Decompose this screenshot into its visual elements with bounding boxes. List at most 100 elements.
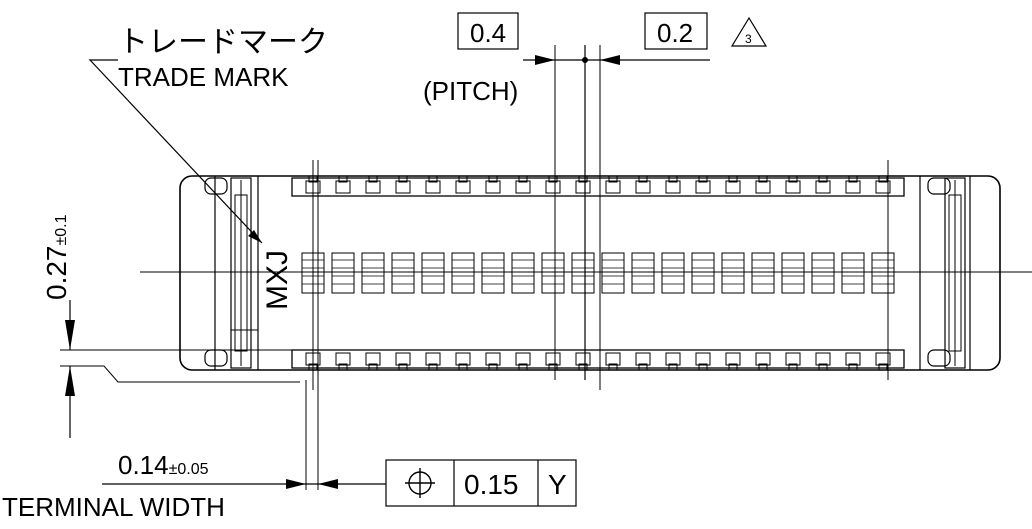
top-terminal [545,180,561,194]
middle-contact-row [301,252,895,294]
bottom-terminal [365,352,381,366]
bottom-terminal-tab [428,363,438,371]
tw-arrow-right [318,479,338,489]
trade-mark-arrow [248,230,262,243]
bottom-terminal [455,352,471,366]
left-end-block [204,176,259,370]
middle-contact [811,252,835,294]
pitch-arrow-left [535,55,555,65]
bottom-terminal-tab [878,363,888,371]
housing-outline [179,175,1001,371]
height-arrow-bottom [65,366,75,396]
bottom-terminal-tab [548,363,558,371]
height-ext-bottom [60,365,300,383]
tolerance-value: 0.2 [657,18,693,48]
height-value: 0.27±0.1 [41,214,72,300]
top-terminal [395,180,411,194]
top-terminal [695,180,711,194]
bottom-terminal-tab [668,363,678,371]
top-terminal [605,180,621,194]
bottom-terminal-tab [758,363,768,371]
top-terminal-tab [578,175,588,183]
bottom-terminal-tab [698,363,708,371]
top-terminal-tab [638,175,648,183]
tolerance-box [644,12,708,50]
middle-contact [691,252,715,294]
bottom-terminal [845,352,861,366]
bottom-terminal [635,352,651,366]
top-terminal [785,180,801,194]
top-terminal-tab [608,175,618,183]
position-tolerance-frame: 0.15 Y [385,459,577,507]
datum-letter: Y [548,469,567,500]
revision-number: 3 [745,32,752,46]
middle-contact [481,252,505,294]
terminal-width-value: 0.14±0.05 [118,450,209,480]
trade-mark-leader [88,59,263,244]
bottom-terminal [545,352,561,366]
top-terminal-tab [788,175,798,183]
tw-arrow-left [286,479,306,489]
top-terminal-tab [488,175,498,183]
top-terminal [635,180,651,194]
trade-mark-en-label: TRADE MARK [118,62,289,92]
bottom-terminal-tab [488,363,498,371]
bottom-terminals [305,352,891,371]
top-terminal-tab [368,175,378,183]
bottom-terminal-channel [291,349,905,369]
bottom-terminal-tab [848,363,858,371]
bottom-terminal-tab [608,363,618,371]
middle-contact [781,252,805,294]
top-terminal-tab [818,175,828,183]
top-terminal [515,180,531,194]
top-terminal [425,180,441,194]
bottom-terminal [785,352,801,366]
bottom-terminal [395,352,411,366]
bottom-terminal [575,352,591,366]
pitch-value: 0.4 [470,18,506,48]
top-terminal-tab [848,175,858,183]
bottom-terminal [485,352,501,366]
position-tol-value: 0.15 [464,469,519,500]
top-terminal [335,180,351,194]
revision-triangle [730,16,768,47]
middle-contact [661,252,685,294]
top-terminal [845,180,861,194]
middle-contact [421,252,445,294]
bottom-terminal [875,352,891,366]
bottom-terminal [335,352,351,366]
middle-contact [841,252,865,294]
bottom-terminal [695,352,711,366]
top-terminal-tab [398,175,408,183]
middle-contact [331,252,355,294]
top-terminal-tab [548,175,558,183]
pitch-label: (PITCH) [423,76,518,106]
mxj-marking: MXJ [261,250,294,310]
top-terminal [665,180,681,194]
middle-contact [631,252,655,294]
top-terminal [365,180,381,194]
pitch-box [457,12,519,50]
middle-contact [751,252,775,294]
top-terminal [875,180,891,194]
top-terminal-tab [458,175,468,183]
bottom-terminal-tab [638,363,648,371]
middle-contact [871,252,895,294]
bottom-terminal [815,352,831,366]
middle-contact [361,252,385,294]
bottom-terminal-tab [398,363,408,371]
middle-contact [541,252,565,294]
bottom-terminal [515,352,531,366]
top-terminal [755,180,771,194]
right-end-block [919,176,971,370]
bottom-terminal-tab [578,363,588,371]
middle-contact [571,252,595,294]
top-terminal-tab [698,175,708,183]
top-terminal [575,180,591,194]
bottom-terminal-tab [368,363,378,371]
bottom-terminal [605,352,621,366]
top-terminal-tab [668,175,678,183]
middle-contact [511,252,535,294]
bottom-terminal [725,352,741,366]
height-arrow-top [65,320,75,350]
